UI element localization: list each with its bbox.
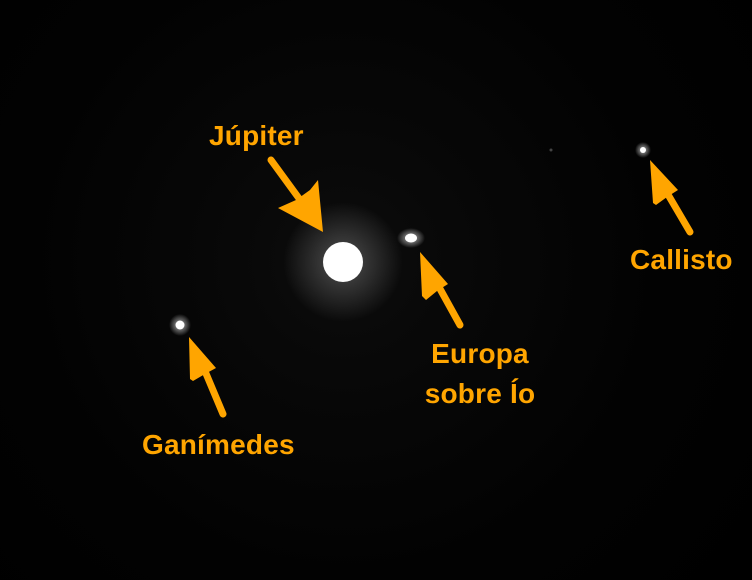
label-jupiter: Júpiter <box>209 120 304 151</box>
jupiter <box>283 202 403 322</box>
arrow-ganymede <box>189 337 227 418</box>
label-europa-io: Europa sobre Ío <box>412 334 548 414</box>
arrow-jupiter <box>267 156 323 232</box>
arrow-europa <box>420 252 464 329</box>
faint-star <box>549 148 553 152</box>
ganymede-dot <box>175 320 185 330</box>
ganymede <box>169 314 191 336</box>
callisto-dot <box>640 147 646 153</box>
jupiter-disk <box>323 242 363 282</box>
europa-io <box>397 228 425 248</box>
callisto <box>635 142 651 158</box>
label-callisto: Callisto <box>630 244 733 275</box>
arrow-callisto <box>650 160 694 236</box>
label-europa-line1: Europa <box>431 338 529 369</box>
europa-dot <box>405 233 417 243</box>
label-ganymede: Ganímedes <box>142 429 295 460</box>
label-europa-line2: sobre Ío <box>424 378 536 409</box>
